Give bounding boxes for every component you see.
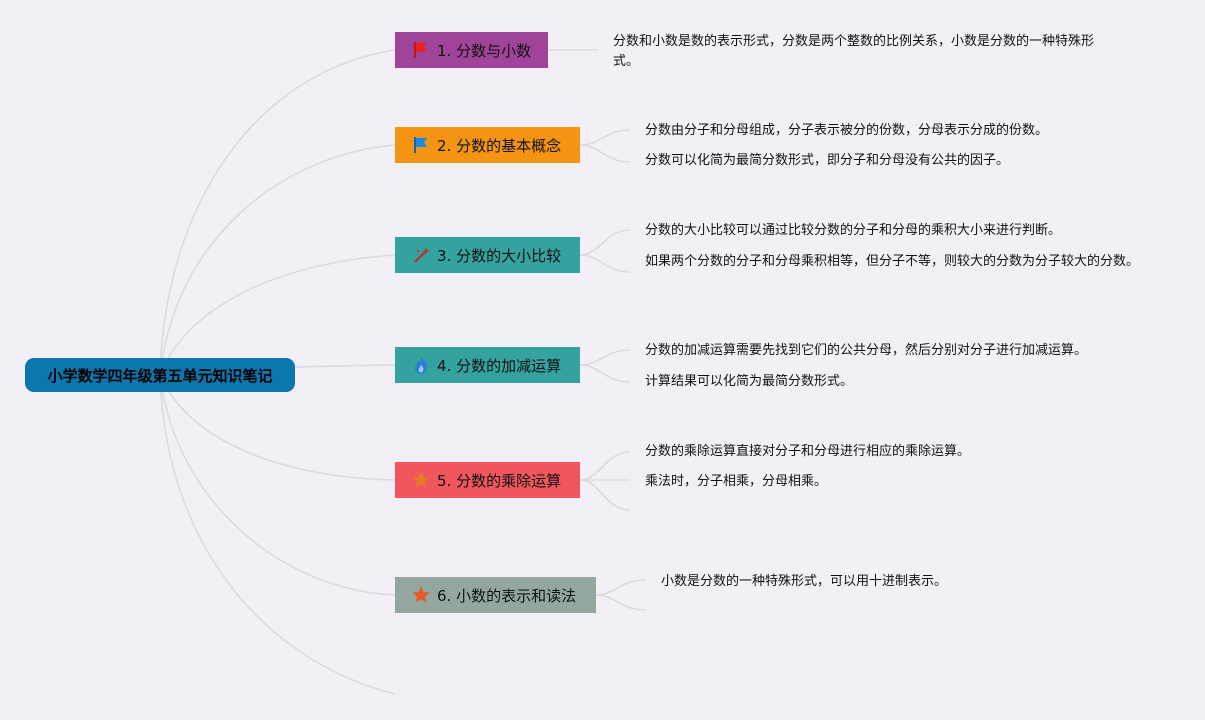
connector-root-topic5 xyxy=(159,374,396,481)
connector-topic6-note2 xyxy=(595,594,647,611)
root-topic[interactable]: 小学数学四年级第五单元知识笔记 xyxy=(25,358,295,392)
connector-topic4-note2 xyxy=(579,364,631,383)
connector-topic5-note3 xyxy=(579,479,631,511)
topic-5[interactable]: 5. 分数的乘除运算 xyxy=(395,462,580,498)
topic-3[interactable]: 3. 分数的大小比较 xyxy=(395,237,580,273)
connector-topic6-note1 xyxy=(595,579,647,596)
blue-flame-icon xyxy=(411,355,431,375)
connector-root-topic2 xyxy=(159,144,396,376)
topic-4-note-1: 分数的加减运算需要先找到它们的公共分母，然后分别对分子进行加减运算。 xyxy=(645,343,1088,358)
connector-topic3-note2 xyxy=(579,254,631,273)
topic-5-note-1: 分数的乘除运算直接对分子和分母进行相应的乘除运算。 xyxy=(645,444,971,459)
topic-6-note-1: 小数是分数的一种特殊形式，可以用十进制表示。 xyxy=(661,574,948,589)
topic-1-label: 1. 分数与小数 xyxy=(437,41,532,60)
connector-root-topic1 xyxy=(159,49,396,376)
blue-flag-icon xyxy=(411,135,431,155)
topic-3-label: 3. 分数的大小比较 xyxy=(437,246,562,265)
red-star-icon xyxy=(411,585,431,605)
root-topic-label: 小学数学四年级第五单元知识笔记 xyxy=(47,366,273,385)
orange-star-icon xyxy=(411,470,431,490)
connector-topic2-note1 xyxy=(579,129,631,146)
connector-root-topic3 xyxy=(159,254,396,376)
connector-root-empty xyxy=(159,374,396,695)
topic-2-note-1: 分数由分子和分母组成，分子表示被分的份数，分母表示分成的份数。 xyxy=(645,123,1049,138)
connector-topic2-note2 xyxy=(579,144,631,163)
topic-2-label: 2. 分数的基本概念 xyxy=(437,136,562,155)
connector-root-topic6 xyxy=(159,374,396,596)
connector-topic4-note1 xyxy=(579,349,631,366)
magic-wand-icon xyxy=(411,245,431,265)
topic-2-note-2: 分数可以化简为最简分数形式，即分子和分母没有公共的因子。 xyxy=(645,153,1010,168)
topic-5-label: 5. 分数的乘除运算 xyxy=(437,471,562,490)
connector-topic3-note1 xyxy=(579,229,631,256)
topic-4-label: 4. 分数的加减运算 xyxy=(437,356,562,375)
topic-3-note-2: 如果两个分数的分子和分母乘积相等，但分子不等，则较大的分数为分子较大的分数。 xyxy=(645,254,1140,269)
topic-4-note-2: 计算结果可以化简为最简分数形式。 xyxy=(645,374,854,389)
topic-1-note-1: 分数和小数是数的表示形式，分数是两个整数的比例关系，小数是分数的一种特殊形式。 xyxy=(613,34,1095,69)
red-flag-icon xyxy=(411,40,431,60)
topic-1[interactable]: 1. 分数与小数 xyxy=(395,32,548,68)
topic-2[interactable]: 2. 分数的基本概念 xyxy=(395,127,580,163)
topic-6-label: 6. 小数的表示和读法 xyxy=(437,586,577,605)
topic-6[interactable]: 6. 小数的表示和读法 xyxy=(395,577,596,613)
topic-5-note-2: 乘法时，分子相乘，分母相乘。 xyxy=(645,474,828,489)
topic-4[interactable]: 4. 分数的加减运算 xyxy=(395,347,580,383)
connector-topic5-note1 xyxy=(579,451,631,481)
topic-3-note-1: 分数的大小比较可以通过比较分数的分子和分母的乘积大小来进行判断。 xyxy=(645,223,1062,238)
